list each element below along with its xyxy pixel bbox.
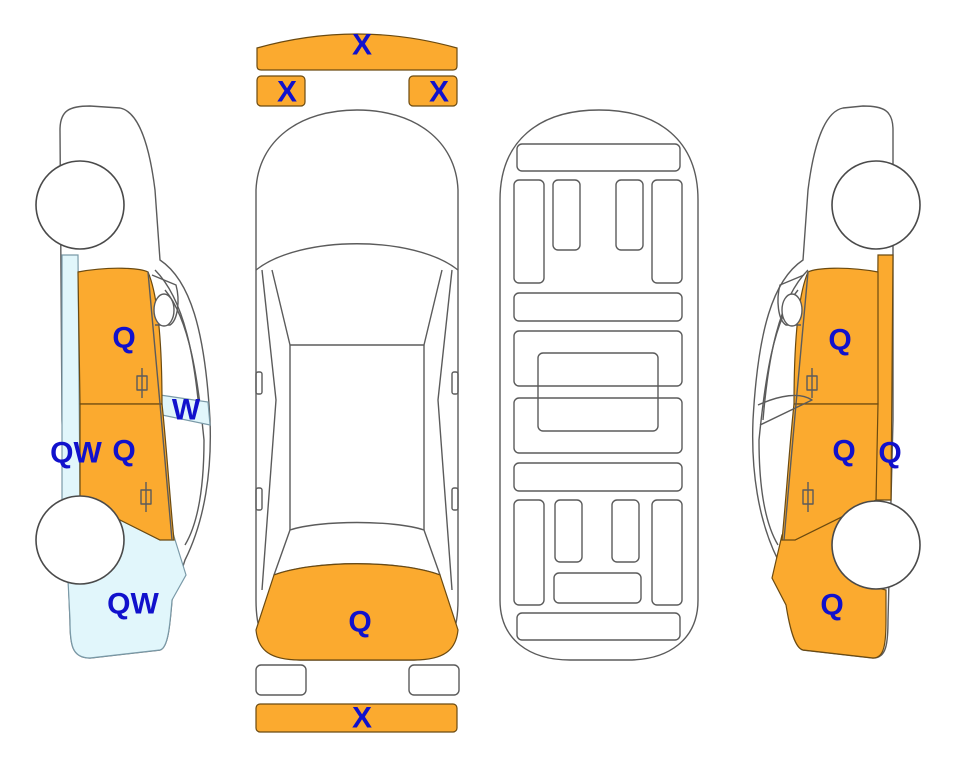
top-trunk-label: Q <box>348 606 371 639</box>
rear-left-light-panel[interactable] <box>255 664 307 696</box>
top-right-pillar <box>437 269 453 591</box>
front-right-light-panel[interactable] <box>408 75 458 107</box>
left-front-wheel <box>35 160 125 250</box>
right-rear-wheel <box>831 500 921 590</box>
rear-bumper-label: X <box>352 702 372 735</box>
right-front-door-label: Q <box>828 324 851 357</box>
left-rear-wheel <box>35 495 125 585</box>
right-rear-door-label: Q <box>832 435 855 468</box>
right-sill-label: Q <box>878 437 901 470</box>
car-right-side-view: Q Q Q Q <box>752 105 921 659</box>
right-rear-quarter-label: Q <box>820 589 843 622</box>
top-right-handle <box>451 487 459 511</box>
car-underside-view <box>499 109 699 661</box>
top-trunk-panel[interactable] <box>255 563 459 661</box>
left-sill-label: QW <box>50 437 102 470</box>
right-front-door-panel[interactable] <box>793 267 879 405</box>
front-left-light-panel[interactable] <box>256 75 306 107</box>
front-right-light-label: X <box>429 76 449 109</box>
right-front-wheel <box>831 160 921 250</box>
left-front-door-label: Q <box>112 322 135 355</box>
left-window-label: W <box>172 394 201 427</box>
underside-body <box>499 109 699 661</box>
front-bumper-label: X <box>352 29 372 62</box>
rear-bumper-group: X <box>255 664 460 735</box>
front-bumper-panel[interactable] <box>256 33 458 71</box>
left-rear-quarter-label: QW <box>107 588 159 621</box>
car-top-view: Q <box>255 109 459 661</box>
left-front-door-panel[interactable] <box>77 267 163 405</box>
top-left-handle <box>255 487 263 511</box>
top-left-mirror <box>255 371 263 395</box>
top-left-pillar <box>261 269 277 591</box>
left-rear-door-label: Q <box>112 435 135 468</box>
rear-right-light-panel[interactable] <box>408 664 460 696</box>
rear-bumper-panel[interactable] <box>255 703 458 733</box>
top-roof-rear <box>289 345 425 530</box>
car-left-side-view: Q Q W QW QW <box>35 105 211 659</box>
top-roof-front <box>271 269 443 346</box>
front-bumper-group: X X X <box>256 29 458 109</box>
top-windshield-line <box>255 243 459 271</box>
front-left-light-label: X <box>277 76 297 109</box>
top-right-mirror <box>451 371 459 395</box>
